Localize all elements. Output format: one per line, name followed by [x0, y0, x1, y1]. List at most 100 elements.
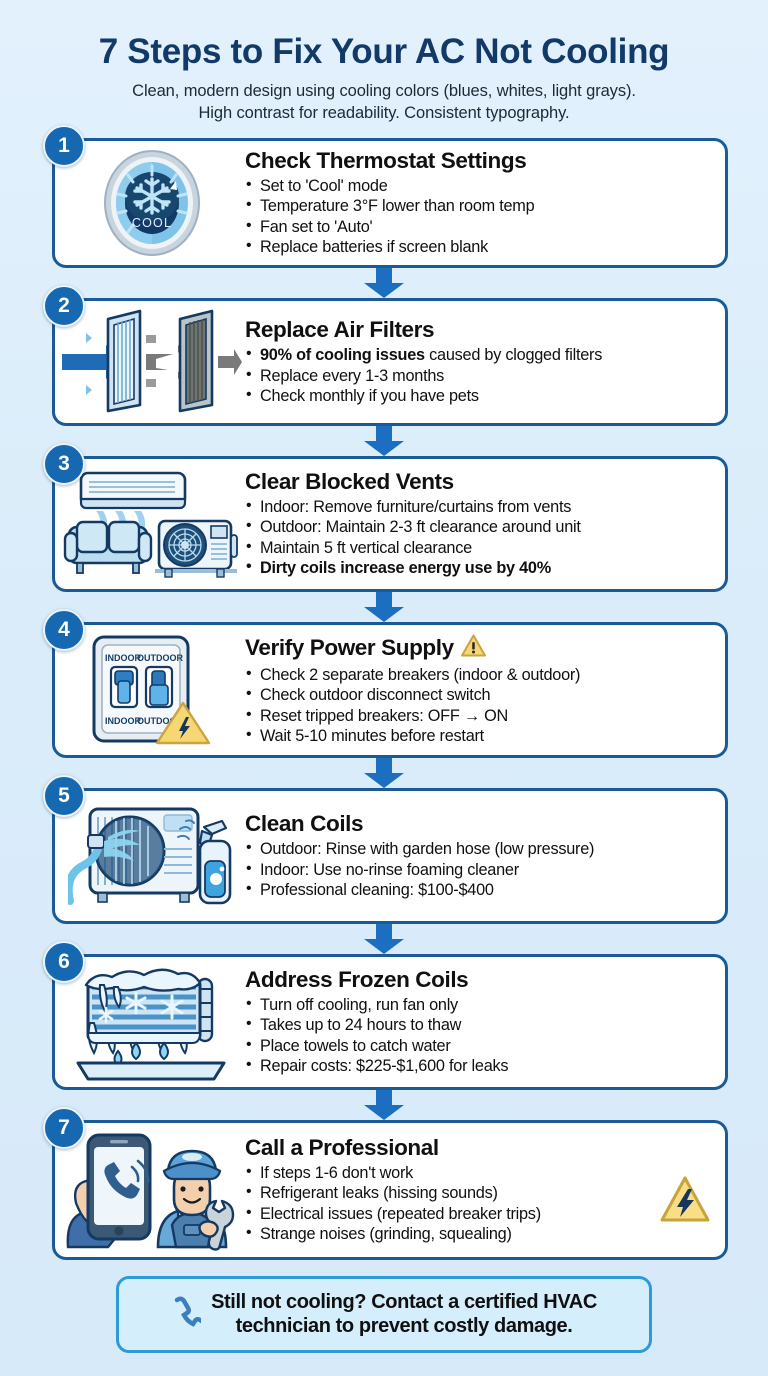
bullet-item: Professional cleaning: $100-$400	[245, 879, 709, 901]
bullet-item: Fan set to 'Auto'	[245, 216, 709, 238]
bullet-item: Replace every 1-3 months	[245, 365, 709, 387]
step-body: Replace Air Filters 90% of cooling issue…	[245, 317, 715, 407]
footer-line-1: Still not cooling? Contact a certified H…	[211, 1291, 597, 1314]
step-bullets: Outdoor: Rinse with garden hose (low pre…	[245, 838, 709, 901]
step-number-badge: 4	[43, 609, 85, 652]
step-title: Clean Coils	[245, 811, 709, 837]
step-body: Check Thermostat Settings Set to 'Cool' …	[245, 148, 715, 258]
step-7: 7	[40, 1107, 728, 1261]
connector-arrow-4	[40, 758, 728, 789]
step-bullets: Indoor: Remove furniture/curtains from v…	[245, 496, 709, 579]
bullet-item: Temperature 3°F lower than room temp	[245, 195, 709, 217]
electrical-hazard-icon	[659, 1175, 711, 1228]
step-card[interactable]: 7	[43, 1107, 728, 1261]
subtitle-line-1: Clean, modern design using cooling color…	[132, 82, 636, 101]
bullet-item: Outdoor: Rinse with garden hose (low pre…	[245, 838, 709, 860]
bullet-item: Set to 'Cool' mode	[245, 175, 709, 197]
condenser-hose-spray-icon	[59, 797, 245, 915]
bullet-item: Check outdoor disconnect switch	[245, 684, 709, 706]
thermostat-dial-icon: COOL	[59, 147, 245, 259]
step-title-text: Verify Power Supply	[245, 634, 454, 660]
step-title-text: Clean Coils	[245, 811, 364, 837]
breaker-panel-icon: INDOOR OUTDOOR INDOOR	[59, 631, 245, 749]
bullet-item: Check monthly if you have pets	[245, 385, 709, 407]
connector-arrow-2	[40, 426, 728, 457]
step-body: Clean Coils Outdoor: Rinse with garden h…	[245, 811, 715, 901]
step-number-badge: 3	[43, 443, 85, 486]
step-title: Check Thermostat Settings	[245, 148, 709, 174]
step-card[interactable]: 3	[43, 443, 728, 593]
bullet-item: Repair costs: $225-$1,600 for leaks	[245, 1055, 709, 1077]
step-1: 1	[40, 125, 728, 269]
subtitle-line-2: High contrast for readability. Consisten…	[198, 104, 570, 123]
step-title-text: Clear Blocked Vents	[245, 468, 454, 494]
step-title: Call a Professional	[245, 1134, 709, 1161]
step-number-badge: 1	[43, 125, 85, 168]
step-2: 2	[40, 285, 728, 427]
step-title-text: Address Frozen Coils	[245, 966, 469, 992]
connector-arrow-5	[40, 924, 728, 955]
bullet-bold-prefix: 90% of cooling issues	[260, 345, 425, 364]
step-number-badge: 5	[43, 775, 85, 818]
step-6: 6	[40, 941, 728, 1091]
step-card[interactable]: 1	[43, 125, 728, 269]
step-number-badge: 2	[43, 285, 85, 328]
bullet-item: Takes up to 24 hours to thaw	[245, 1014, 709, 1036]
step-card[interactable]: 5	[43, 775, 728, 925]
step-5: 5	[40, 775, 728, 925]
bullet-item: Check 2 separate breakers (indoor & outd…	[245, 664, 709, 686]
step-title-text: Replace Air Filters	[245, 317, 435, 343]
bullet-item: Maintain 5 ft vertical clearance	[245, 537, 709, 559]
frozen-coil-drip-pan-icon	[59, 963, 245, 1081]
step-title: Address Frozen Coils	[245, 966, 709, 993]
vents-sofa-condenser-icon	[59, 465, 245, 583]
bullet-item: Indoor: Use no-rinse foaming cleaner	[245, 859, 709, 881]
step-body: Call a Professional If steps 1-6 don't w…	[245, 1134, 715, 1245]
connector-arrow-3	[40, 592, 728, 623]
steps-list: 1	[40, 125, 728, 1261]
step-title: Clear Blocked Vents	[245, 468, 709, 495]
footer-text: Still not cooling? Contact a certified H…	[211, 1290, 597, 1338]
bullet-item: Refrigerant leaks (hissing sounds)	[245, 1182, 709, 1204]
step-body: Clear Blocked Vents Indoor: Remove furni…	[245, 468, 715, 579]
step-title: Verify Power Supply	[245, 634, 709, 663]
air-filter-comparison-icon	[59, 307, 245, 417]
bullet-rest: caused by clogged filters	[424, 345, 603, 364]
bullet-item: Turn off cooling, run fan only	[245, 994, 709, 1016]
footer-line-2: technician to prevent costly damage.	[235, 1315, 573, 1338]
step-card[interactable]: 4 INDOOR OUTDOOR	[43, 609, 728, 759]
bullet-item: Indoor: Remove furniture/curtains from v…	[245, 496, 709, 518]
page-title: 7 Steps to Fix Your AC Not Cooling	[98, 32, 670, 71]
panel-label: OUTDOOR	[137, 716, 183, 726]
step-body: Address Frozen Coils Turn off cooling, r…	[245, 966, 715, 1077]
electrical-hazard-icon	[155, 702, 211, 745]
step-number-badge: 6	[43, 941, 85, 984]
bullet-item: Outdoor: Maintain 2-3 ft clearance aroun…	[245, 516, 709, 538]
phone-technician-icon	[59, 1129, 245, 1252]
connector-arrow-6	[40, 1090, 728, 1121]
step-bullets: Set to 'Cool' mode Temperature 3°F lower…	[245, 175, 709, 258]
step-number-badge: 7	[43, 1107, 85, 1150]
panel-label: OUTDOOR	[137, 653, 183, 663]
step-3: 3	[40, 443, 728, 593]
bullet-item: Electrical issues (repeated breaker trip…	[245, 1203, 709, 1225]
step-title-text: Call a Professional	[245, 1134, 439, 1160]
step-card[interactable]: 6	[43, 941, 728, 1091]
bullet-item: Reset tripped breakers: OFF → ON	[245, 705, 709, 727]
bullet-item: Strange noises (grinding, squealing)	[245, 1223, 709, 1245]
step-bullets: 90% of cooling issues caused by clogged …	[245, 344, 709, 407]
step-4: 4 INDOOR OUTDOOR	[40, 609, 728, 759]
footer-callout: Still not cooling? Contact a certified H…	[116, 1276, 652, 1354]
step-body: Verify Power Supply Check 2 separate bre…	[245, 634, 715, 747]
bullet-item: Replace batteries if screen blank	[245, 236, 709, 258]
bullet-item: 90% of cooling issues caused by clogged …	[245, 344, 709, 366]
step-card[interactable]: 2	[43, 285, 728, 427]
warning-triangle-icon	[460, 634, 486, 663]
panel-label: INDOOR	[105, 716, 142, 726]
spray-bottle-icon	[177, 819, 232, 905]
panel-label: INDOOR	[105, 653, 142, 663]
phone-icon	[171, 1296, 209, 1333]
header: 7 Steps to Fix Your AC Not Cooling Clean…	[40, 0, 728, 124]
bullet-item: Dirty coils increase energy use by 40%	[245, 557, 709, 579]
